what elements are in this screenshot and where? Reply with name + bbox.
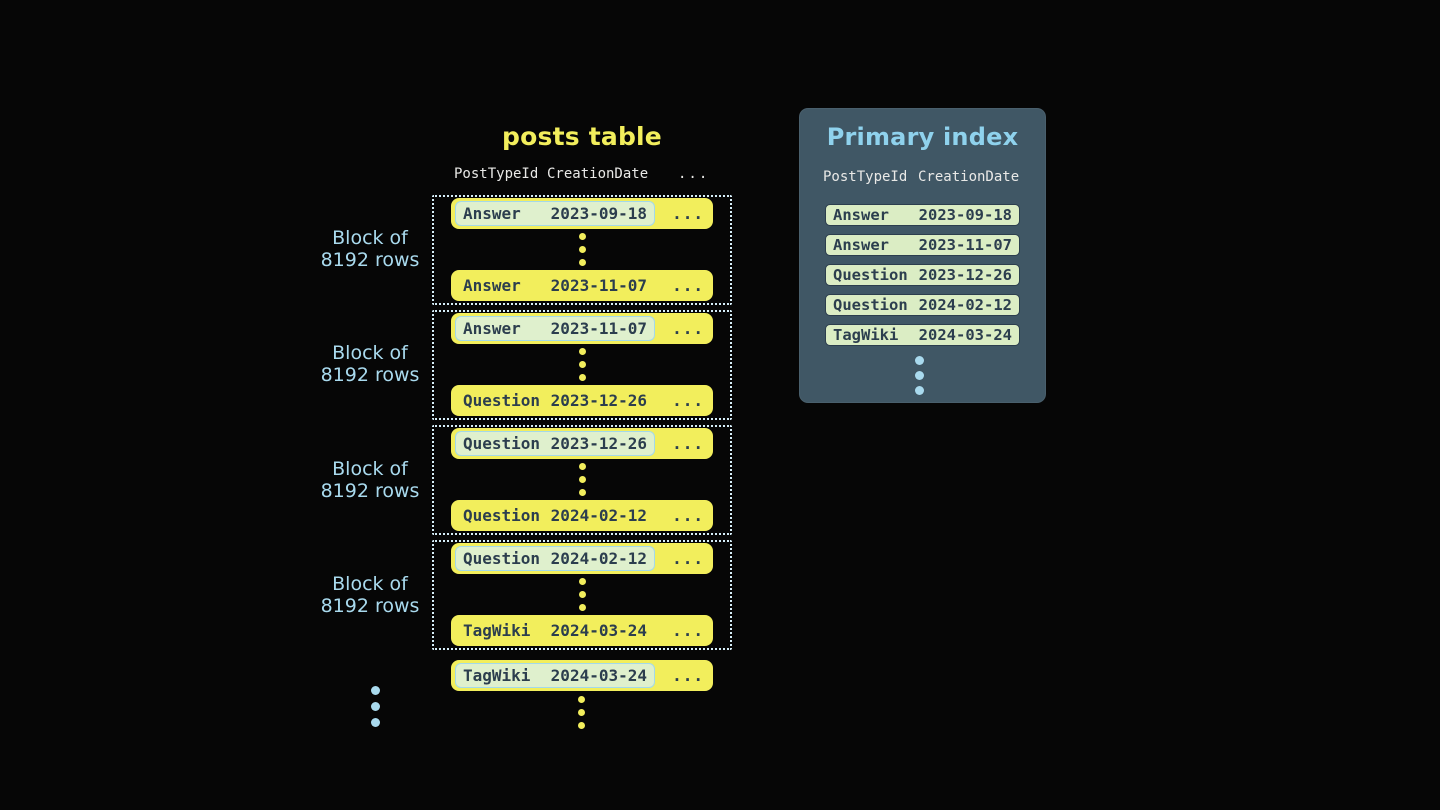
creation-date: 2023-12-26 xyxy=(918,266,1012,284)
creation-date: 2023-11-07 xyxy=(918,236,1012,254)
creation-date: 2023-11-07 xyxy=(550,319,647,338)
block-label-line2: 8192 rows xyxy=(320,479,420,502)
posts-block-1: Answer 2023-09-18 ... Answer 2023-11-07 … xyxy=(432,195,732,305)
column-header-posttypeid: PostTypeId xyxy=(823,169,908,185)
post-type: TagWiki xyxy=(463,621,531,640)
post-type: Question xyxy=(463,434,541,453)
post-type: Question xyxy=(833,266,908,284)
block-label-4: Block of 8192 rows xyxy=(310,573,430,617)
posts-block-4: Question 2024-02-12 ... TagWiki 2024-03-… xyxy=(432,540,732,650)
post-type: Answer xyxy=(833,236,889,254)
creation-date: 2024-02-12 xyxy=(550,549,647,568)
index-entry: Answer 2023-11-07 xyxy=(825,234,1020,256)
row-ellipsis: ... xyxy=(672,391,704,410)
creation-date: 2024-03-24 xyxy=(918,326,1012,344)
primary-index-title: Primary index xyxy=(826,123,1019,151)
row-ellipsis: ... xyxy=(672,506,704,525)
block-label-1: Block of 8192 rows xyxy=(310,227,430,271)
row-ellipsis: ... xyxy=(672,549,704,568)
table-row: Question 2023-12-26 ... xyxy=(451,428,713,459)
table-row-trailing: TagWiki 2024-03-24 ... xyxy=(451,660,713,691)
key-pair: Answer 2023-11-07 xyxy=(455,273,655,298)
post-type: Answer xyxy=(833,206,889,224)
primary-index-panel: Primary index PostTypeId CreationDate An… xyxy=(799,108,1046,403)
post-type: Answer xyxy=(463,276,521,295)
block-label-line2: 8192 rows xyxy=(320,363,420,386)
primary-index-column-headers: PostTypeId CreationDate xyxy=(800,169,1045,187)
table-row: Question 2023-12-26 ... xyxy=(451,385,713,416)
post-type: Answer xyxy=(463,319,521,338)
posts-table-title: posts table xyxy=(502,122,662,151)
more-rows-dots xyxy=(578,696,585,729)
column-header-more: ... xyxy=(678,166,710,182)
posts-block-2: Answer 2023-11-07 ... Question 2023-12-2… xyxy=(432,310,732,420)
creation-date: 2023-12-26 xyxy=(550,434,647,453)
row-ellipsis: ... xyxy=(672,276,704,295)
more-entries-dots xyxy=(915,356,924,395)
table-row: Question 2024-02-12 ... xyxy=(451,543,713,574)
creation-date: 2024-02-12 xyxy=(918,296,1012,314)
post-type: Question xyxy=(463,391,541,410)
index-entry: TagWiki 2024-03-24 xyxy=(825,324,1020,346)
posts-block-3: Question 2023-12-26 ... Question 2024-02… xyxy=(432,425,732,535)
indexed-key-highlight: Question 2024-02-12 xyxy=(455,546,655,571)
creation-date: 2024-03-24 xyxy=(550,666,647,685)
post-type: Question xyxy=(463,549,541,568)
table-row: Question 2024-02-12 ... xyxy=(451,500,713,531)
index-entry: Question 2024-02-12 xyxy=(825,294,1020,316)
creation-date: 2023-09-18 xyxy=(918,206,1012,224)
ellipsis-dots xyxy=(578,233,586,266)
index-entry: Question 2023-12-26 xyxy=(825,264,1020,286)
post-type: TagWiki xyxy=(833,326,899,344)
indexed-key-highlight: Answer 2023-09-18 xyxy=(455,201,655,226)
row-ellipsis: ... xyxy=(672,621,704,640)
key-pair: Question 2024-02-12 xyxy=(455,503,655,528)
row-ellipsis: ... xyxy=(672,666,704,685)
creation-date: 2024-02-12 xyxy=(550,506,647,525)
row-ellipsis: ... xyxy=(672,204,704,223)
block-label-line2: 8192 rows xyxy=(320,594,420,617)
indexed-key-highlight: Answer 2023-11-07 xyxy=(455,316,655,341)
post-type: Question xyxy=(833,296,908,314)
creation-date: 2024-03-24 xyxy=(550,621,647,640)
row-ellipsis: ... xyxy=(672,319,704,338)
table-row: Answer 2023-11-07 ... xyxy=(451,270,713,301)
table-row: Answer 2023-09-18 ... xyxy=(451,198,713,229)
row-ellipsis: ... xyxy=(672,434,704,453)
creation-date: 2023-12-26 xyxy=(550,391,647,410)
creation-date: 2023-09-18 xyxy=(550,204,647,223)
block-label-line1: Block of xyxy=(332,342,408,364)
creation-date: 2023-11-07 xyxy=(550,276,647,295)
post-type: TagWiki xyxy=(463,666,531,685)
key-pair: TagWiki 2024-03-24 xyxy=(455,618,655,643)
ellipsis-dots xyxy=(578,463,586,496)
block-label-3: Block of 8192 rows xyxy=(310,458,430,502)
ellipsis-dots xyxy=(578,578,586,611)
column-header-posttypeid: PostTypeId xyxy=(454,166,539,182)
post-type: Answer xyxy=(463,204,521,223)
block-label-line1: Block of xyxy=(332,227,408,249)
block-label-2: Block of 8192 rows xyxy=(310,342,430,386)
indexed-key-highlight: Question 2023-12-26 xyxy=(455,431,655,456)
column-header-creationdate: CreationDate xyxy=(547,166,649,182)
post-type: Question xyxy=(463,506,541,525)
more-blocks-dots xyxy=(371,686,380,727)
table-row: Answer 2023-11-07 ... xyxy=(451,313,713,344)
key-pair: Question 2023-12-26 xyxy=(455,388,655,413)
table-row: TagWiki 2024-03-24 ... xyxy=(451,615,713,646)
column-header-creationdate: CreationDate xyxy=(918,169,1020,185)
posts-table-column-headers: PostTypeId CreationDate ... xyxy=(452,166,714,184)
primary-index-entries: Answer 2023-09-18 Answer 2023-11-07 Ques… xyxy=(825,204,1020,346)
block-label-line1: Block of xyxy=(332,573,408,595)
block-label-line2: 8192 rows xyxy=(320,248,420,271)
indexed-key-highlight: TagWiki 2024-03-24 xyxy=(455,663,655,688)
posts-table-blocks: Answer 2023-09-18 ... Answer 2023-11-07 … xyxy=(432,195,732,655)
block-label-line1: Block of xyxy=(332,458,408,480)
index-entry: Answer 2023-09-18 xyxy=(825,204,1020,226)
ellipsis-dots xyxy=(578,348,586,381)
